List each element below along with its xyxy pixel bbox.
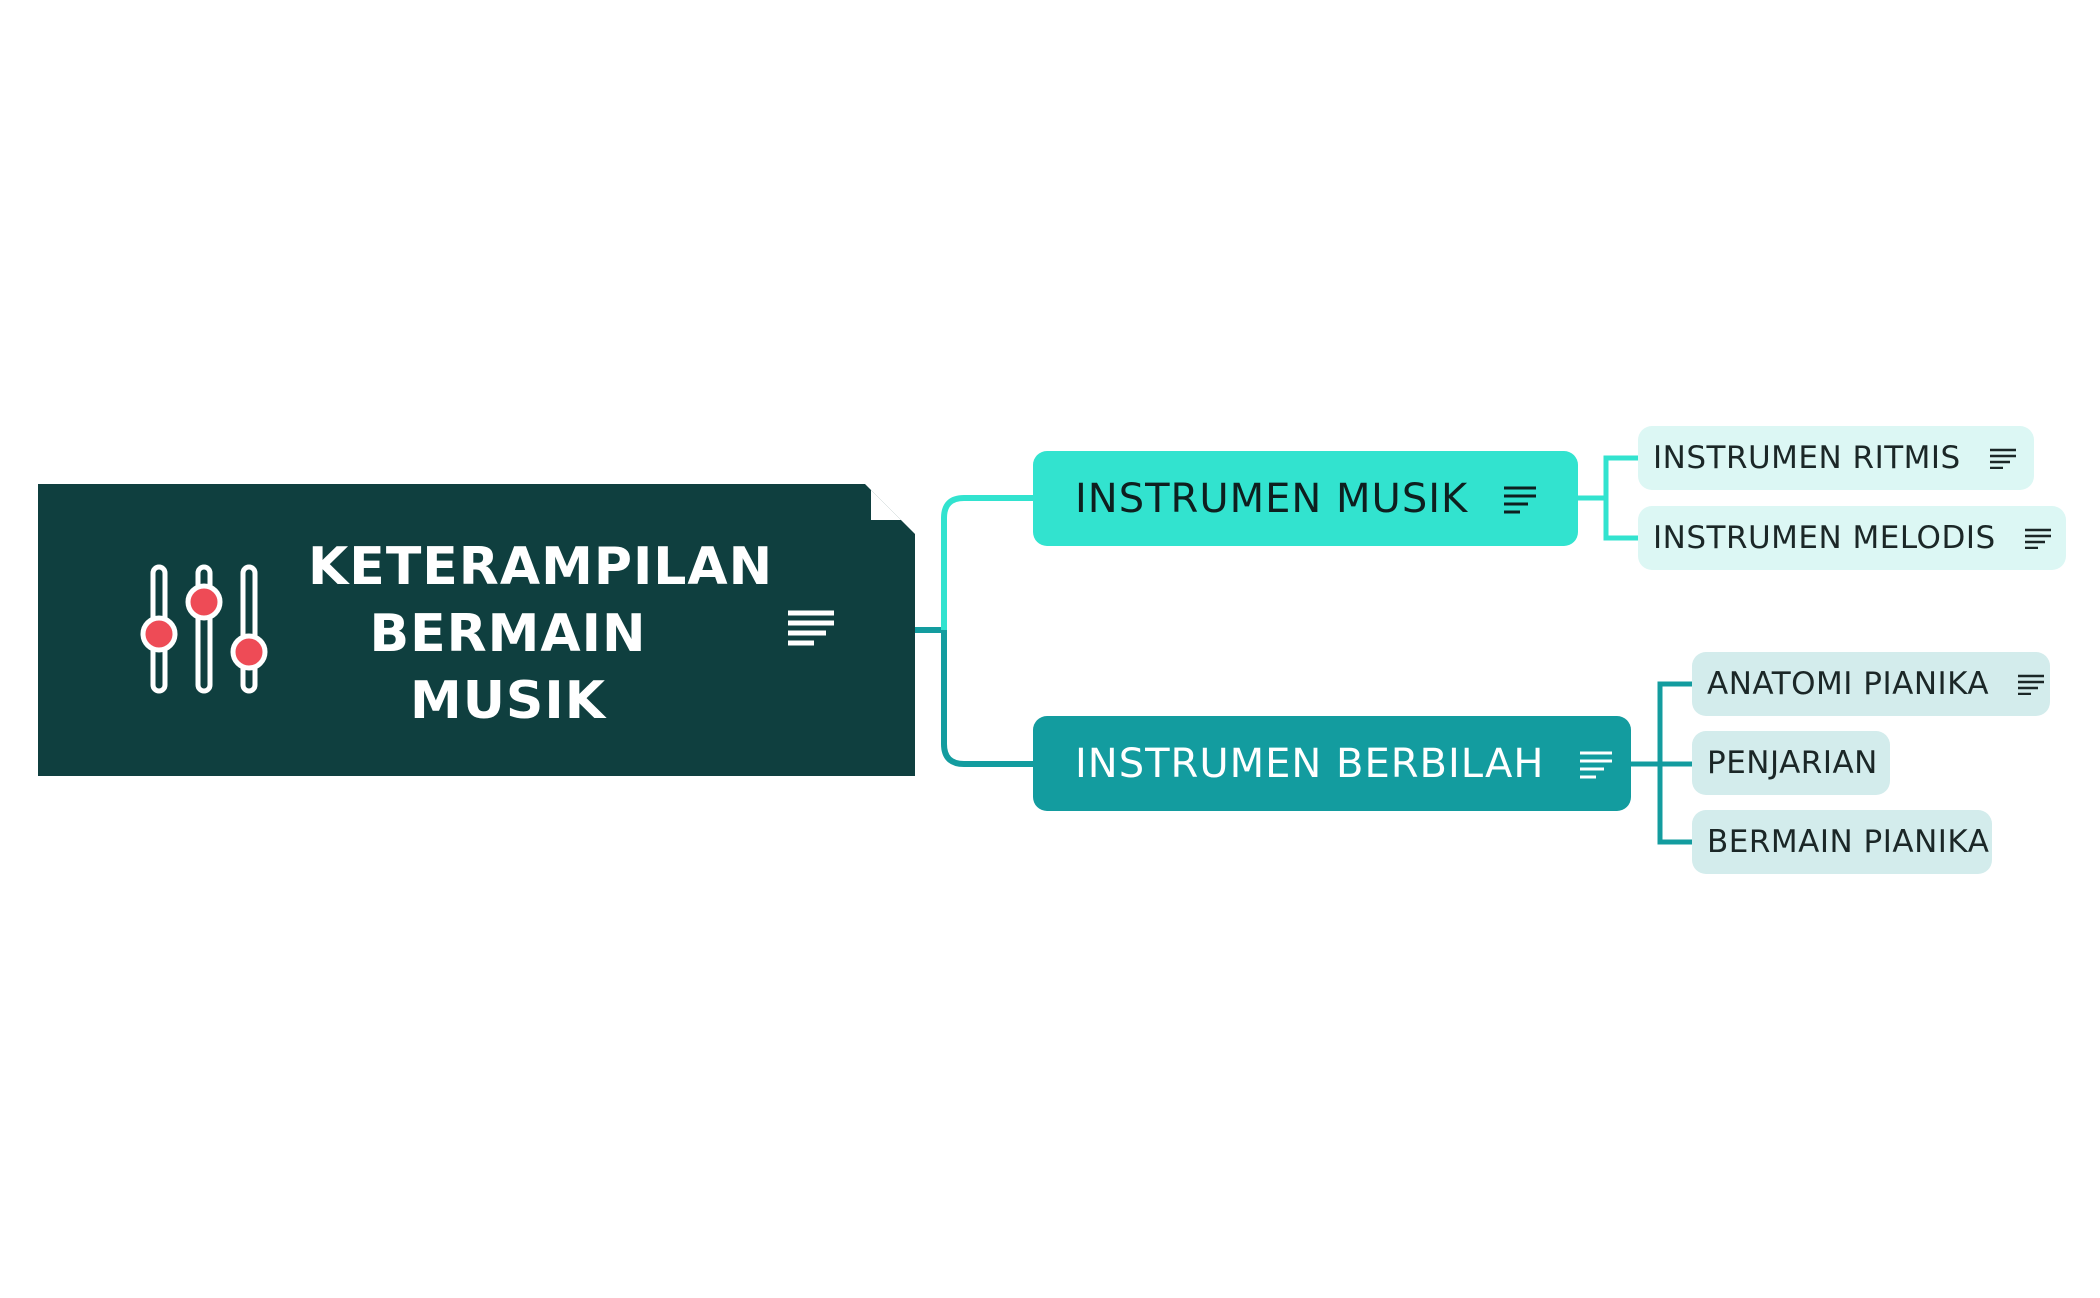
subtopic-label: ANATOMI PIANIKA [1707, 666, 1990, 702]
notes-icon[interactable] [786, 608, 836, 648]
notes-icon[interactable] [2017, 673, 2045, 695]
connector-topic-1-sub-1 [1603, 455, 1638, 498]
root-topic[interactable]: KETERAMPILAN BERMAIN MUSIK [38, 484, 915, 776]
connector-root-topic-2 [941, 630, 1033, 767]
root-title-line-3: MUSIK [409, 671, 607, 731]
connector-root-topic-1 [941, 495, 1033, 630]
subtopic-label: BERMAIN PIANIKA [1707, 824, 1990, 860]
connector-topic-1-sub-2 [1603, 498, 1638, 541]
subtopic-penjarian[interactable]: PENJARIAN [1692, 731, 1890, 795]
connector-topic-2-sub-3 [1657, 764, 1692, 845]
subtopic-label: INSTRUMEN MELODIS [1653, 520, 1996, 556]
notes-icon[interactable] [1989, 447, 2017, 469]
subtopic-instrumen-melodis[interactable]: INSTRUMEN MELODIS [1638, 506, 2066, 570]
notes-icon[interactable] [1578, 749, 1614, 779]
subtopic-anatomi-pianika[interactable]: ANATOMI PIANIKA [1692, 652, 2050, 716]
subtopic-instrumen-ritmis[interactable]: INSTRUMEN RITMIS [1638, 426, 2034, 490]
topic-label: INSTRUMEN BERBILAH [1075, 740, 1545, 787]
subtopic-label: INSTRUMEN RITMIS [1653, 440, 1961, 476]
connector-topic-2-sub-1 [1657, 681, 1692, 764]
root-title-line-1: KETERAMPILAN [308, 537, 774, 597]
topic-instrumen-berbilah[interactable]: INSTRUMEN BERBILAH [1033, 716, 1631, 811]
subtopic-label: PENJARIAN [1707, 745, 1878, 781]
root-title: KETERAMPILAN BERMAIN MUSIK [308, 534, 774, 735]
root-title-line-2: BERMAIN [369, 604, 647, 664]
notes-icon[interactable] [1502, 484, 1538, 514]
subtopic-bermain-pianika[interactable]: BERMAIN PIANIKA [1692, 810, 1992, 874]
notes-icon[interactable] [2024, 527, 2052, 549]
topic-label: INSTRUMEN MUSIK [1075, 475, 1469, 522]
sliders-icon [140, 564, 268, 694]
topic-instrumen-musik[interactable]: INSTRUMEN MUSIK [1033, 451, 1578, 546]
